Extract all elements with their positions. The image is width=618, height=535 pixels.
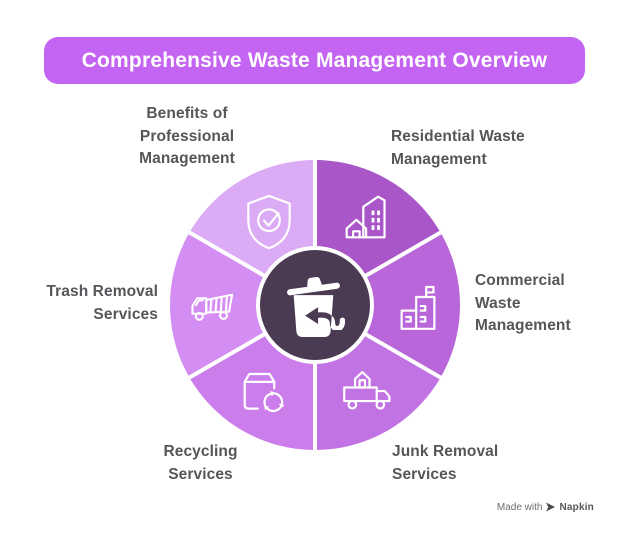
segment-label-commercial: Commercial Waste Management	[475, 272, 571, 334]
page-title: Comprehensive Waste Management Overview	[81, 48, 548, 72]
napkin-badge[interactable]: Made with Napkin	[497, 500, 594, 514]
recycling-box-icon	[239, 368, 291, 416]
junk-removal-truck-icon	[337, 367, 393, 417]
segmented-wheel	[170, 160, 460, 450]
title-banner: Comprehensive Waste Management Overview	[44, 37, 585, 84]
segment-label-benefits: Benefits of Professional Management	[139, 105, 235, 167]
segment-label-residential: Residential Waste Management	[391, 128, 525, 168]
napkin-brand-label: Napkin	[559, 501, 594, 513]
shield-check-icon	[242, 193, 296, 251]
commercial-building-icon	[398, 280, 438, 334]
center-hub	[256, 246, 374, 364]
residential-buildings-icon	[340, 193, 394, 241]
made-with-label: Made with	[496, 501, 543, 513]
trash-restore-icon	[283, 266, 347, 344]
napkin-logo-icon	[546, 502, 556, 512]
segment-label-junk: Junk Removal Services	[392, 443, 499, 483]
segment-label-trash: Trash Removal Services	[46, 283, 158, 323]
garbage-truck-icon	[189, 287, 239, 325]
segment-label-recycling: Recycling Services	[163, 443, 238, 483]
